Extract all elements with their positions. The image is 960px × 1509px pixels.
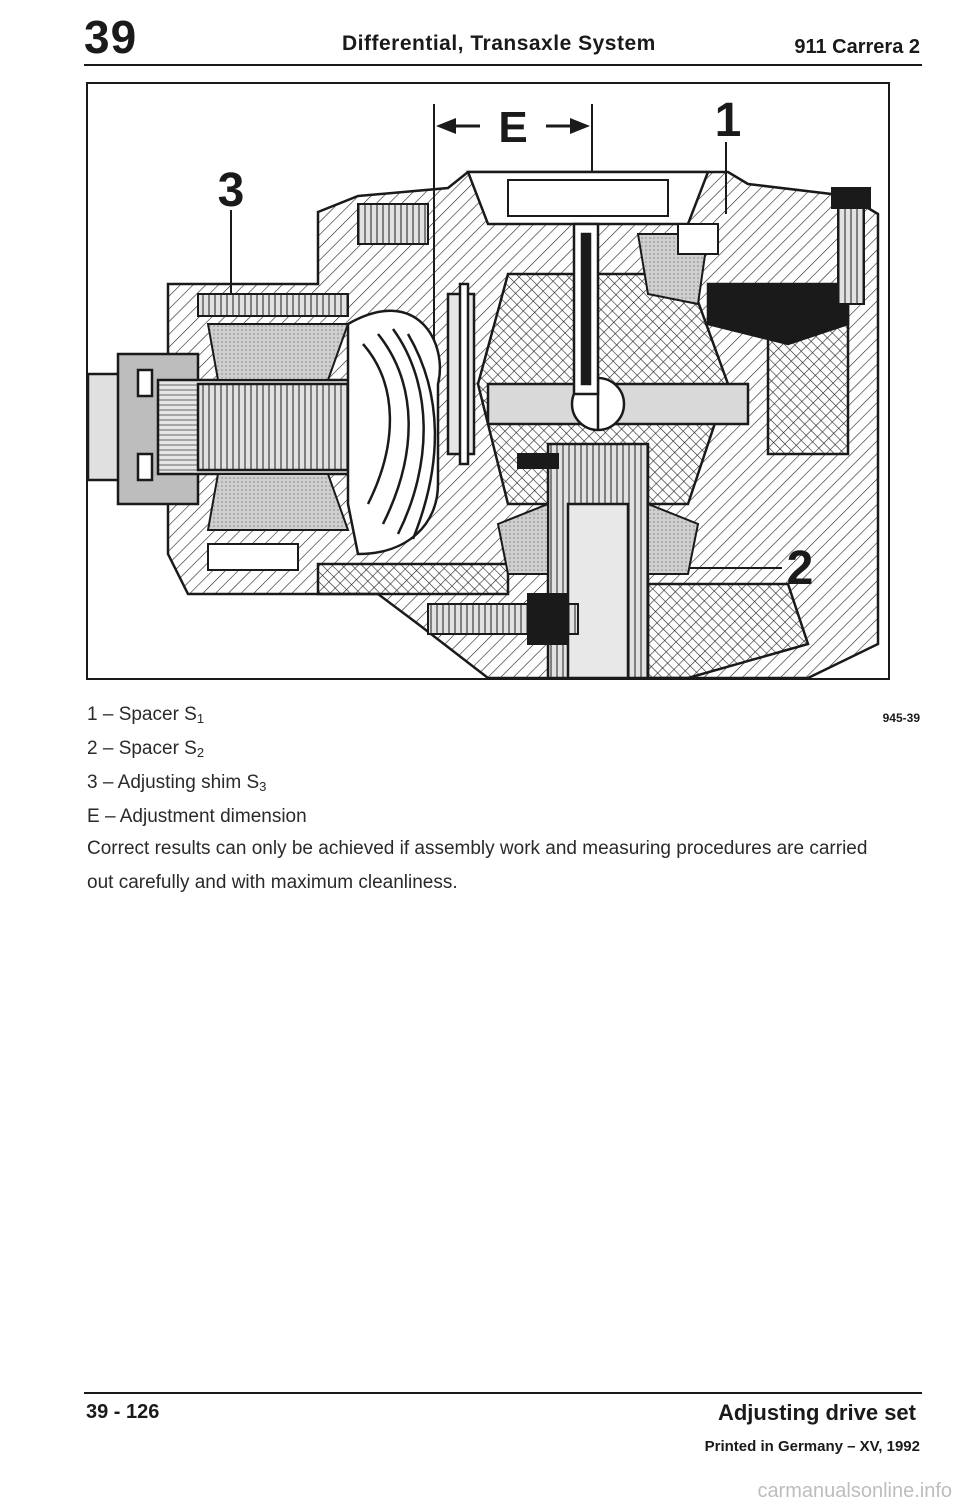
legend-item-1: 1 – Spacer S1 xyxy=(87,704,205,726)
figure-legend: 1 – Spacer S1 2 – Spacer S2 3 – Adjustin… xyxy=(87,700,307,836)
differential-assembly xyxy=(446,222,750,506)
chapter-number: 39 xyxy=(84,11,138,63)
procedure-note: Correct results can only be achieved if … xyxy=(87,838,868,893)
figure-reference: 945-39 xyxy=(882,711,920,725)
chapter-title: Differential, Transaxle System xyxy=(342,32,656,55)
page-number: 39 - 126 xyxy=(86,1401,160,1423)
shims xyxy=(357,203,719,469)
bolts xyxy=(207,187,871,645)
page-header: 39 Differential, Transaxle System 911 Ca… xyxy=(0,0,960,70)
header-rule xyxy=(84,64,922,66)
transaxle-cross-section-figure: E 1 3 2 xyxy=(86,82,890,680)
callout-1: 1 xyxy=(715,94,742,147)
footer-rule xyxy=(84,1392,922,1394)
callout-3: 3 xyxy=(218,164,245,217)
cross-section-drawing: E 1 3 2 xyxy=(88,94,880,678)
legend-item-e: E – Adjustment dimension xyxy=(87,806,307,827)
ring-gear xyxy=(346,309,442,556)
callout-e: E xyxy=(498,103,527,152)
side-bearings xyxy=(496,233,710,575)
print-info: Printed in Germany – XV, 1992 xyxy=(704,1438,920,1455)
pinion-shaft xyxy=(88,352,360,506)
section-title: Adjusting drive set xyxy=(717,1400,916,1425)
vehicle-model: 911 Carrera 2 xyxy=(794,36,920,58)
legend-item-3: 3 – Adjusting shim S3 xyxy=(87,772,267,794)
legend-item-2: 2 – Spacer S2 xyxy=(87,738,205,760)
pinion-bearings xyxy=(197,293,350,531)
watermark: carmanualsonline.info xyxy=(757,1480,952,1502)
